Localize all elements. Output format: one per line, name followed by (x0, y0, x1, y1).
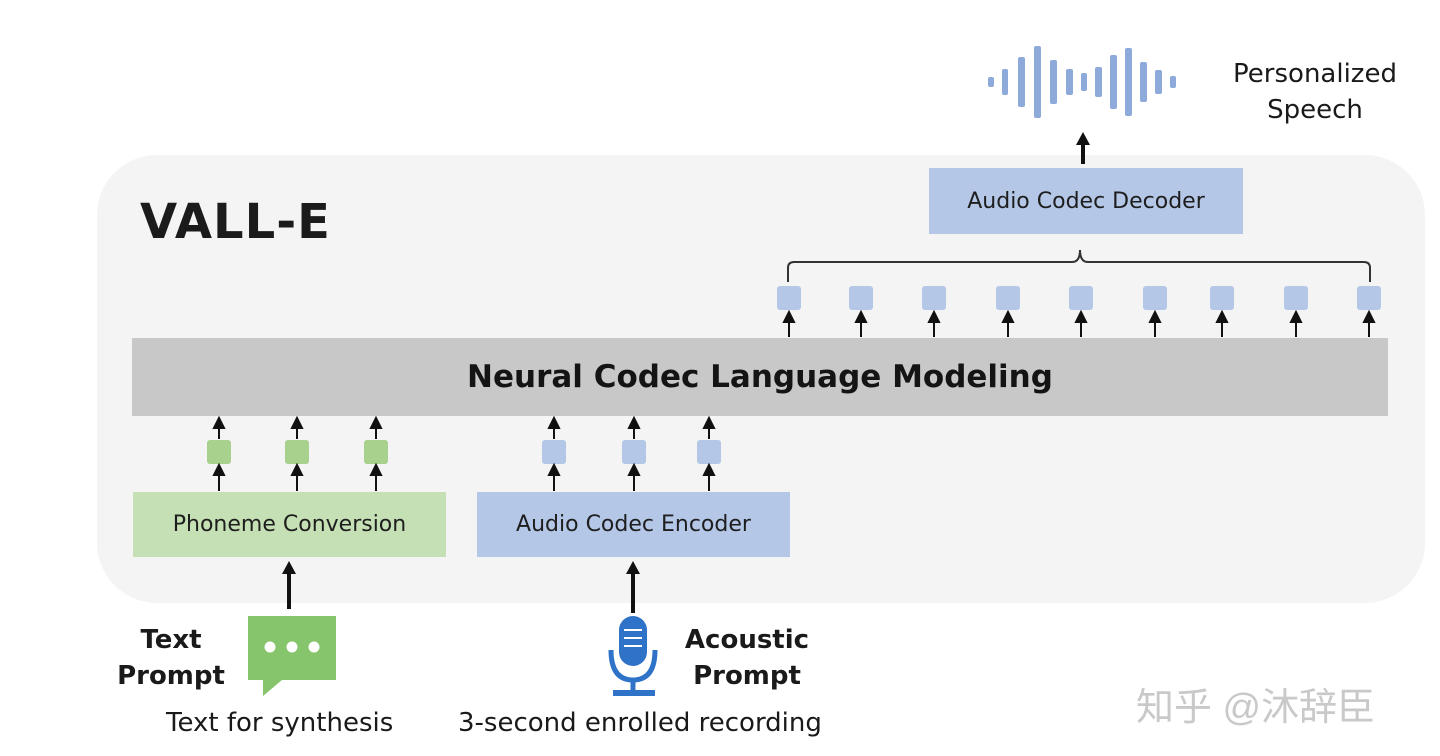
token-bracket (787, 249, 1371, 282)
decoder-output-arrow (1076, 132, 1090, 164)
phoneme-tokens (207, 440, 388, 464)
text-prompt-line2: Prompt (117, 661, 225, 691)
acoustic-prompt-label: Acoustic Prompt (684, 622, 810, 694)
text-prompt-label: Text Prompt (112, 622, 230, 694)
audio-codec-decoder-label: Audio Codec Decoder (967, 188, 1205, 214)
phoneme-token-arrows (212, 415, 383, 491)
audio-codec-decoder-block: Audio Codec Decoder (929, 168, 1243, 234)
audio-codec-encoder-block: Audio Codec Encoder (477, 492, 790, 557)
acoustic-prompt-line2: Prompt (693, 661, 801, 691)
acoustic-input-arrow (626, 561, 640, 613)
phoneme-conversion-block: Phoneme Conversion (133, 492, 446, 557)
neural-codec-language-model-block: Neural Codec Language Modeling (132, 338, 1388, 416)
watermark-text: 知乎 @沐辞臣 (1136, 687, 1376, 729)
diagram-title: VALL-E (140, 194, 331, 250)
waveform-icon (988, 46, 1176, 118)
text-prompt-line1: Text (140, 625, 202, 655)
personalized-speech-line2: Speech (1267, 95, 1363, 125)
language-model-label: Neural Codec Language Modeling (467, 359, 1053, 395)
acoustic-prompt-caption: 3-second enrolled recording (458, 708, 822, 738)
phoneme-conversion-label: Phoneme Conversion (172, 512, 407, 537)
text-prompt-caption: Text for synthesis (166, 708, 394, 738)
personalized-speech-label: Personalized Speech (1212, 56, 1418, 128)
output-token-arrows (782, 309, 1376, 337)
output-codec-tokens (777, 286, 1381, 310)
acoustic-tokens (542, 440, 721, 464)
acoustic-token-arrows (547, 415, 716, 491)
microphone-icon (608, 616, 658, 696)
chat-bubble-icon (248, 616, 336, 696)
personalized-speech-line1: Personalized (1233, 59, 1397, 89)
audio-codec-encoder-label: Audio Codec Encoder (516, 512, 751, 537)
text-input-arrow (282, 561, 296, 609)
acoustic-prompt-line1: Acoustic (684, 625, 810, 655)
